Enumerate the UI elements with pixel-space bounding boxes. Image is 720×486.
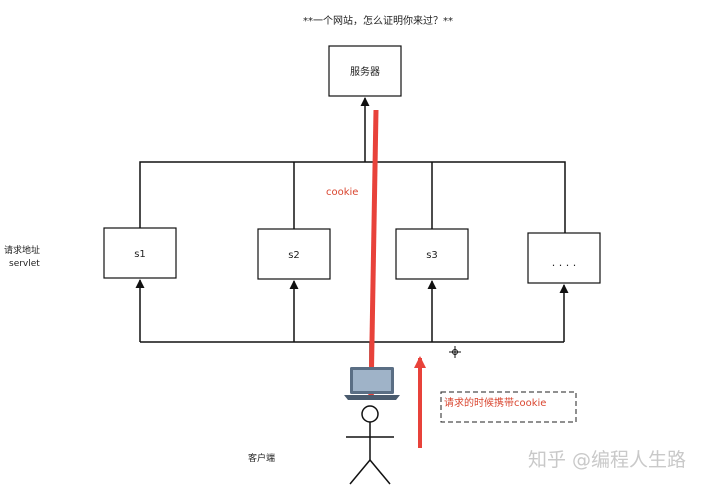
cookie-label: cookie [326, 187, 358, 198]
server-label: 服务器 [350, 65, 380, 78]
watermark: 知乎 @编程人生路 [528, 449, 686, 471]
servlet-label: servlet [9, 259, 40, 269]
servlet-box-more: . . . . [527, 232, 601, 284]
servlet-label-s2: s2 [288, 250, 300, 261]
servlet-box-s3: s3 [395, 228, 469, 280]
cursor-crosshair-icon [449, 346, 461, 358]
servlet-box-s1: s1 [103, 227, 177, 279]
client-label: 客户端 [248, 452, 275, 464]
servlet-label-more: . . . . [552, 256, 576, 269]
request-note-text: 请求的时候携带cookie [444, 396, 546, 409]
request-address-label: 请求地址 [4, 244, 40, 256]
request-connections [135, 279, 569, 366]
client-person-icon [346, 405, 394, 485]
server-node: 服务器 [328, 45, 402, 97]
cookie-flow-arrow [365, 109, 379, 400]
servlet-box-s2: s2 [257, 228, 331, 280]
servlet-label-s1: s1 [134, 249, 146, 260]
diagram-title: **一个网站，怎么证明你来过？** [303, 14, 453, 27]
request-note-box: 请求的时候携带cookie [440, 391, 577, 423]
laptop-icon [344, 367, 400, 400]
servlet-label-s3: s3 [426, 250, 438, 261]
server-connections [139, 97, 566, 233]
